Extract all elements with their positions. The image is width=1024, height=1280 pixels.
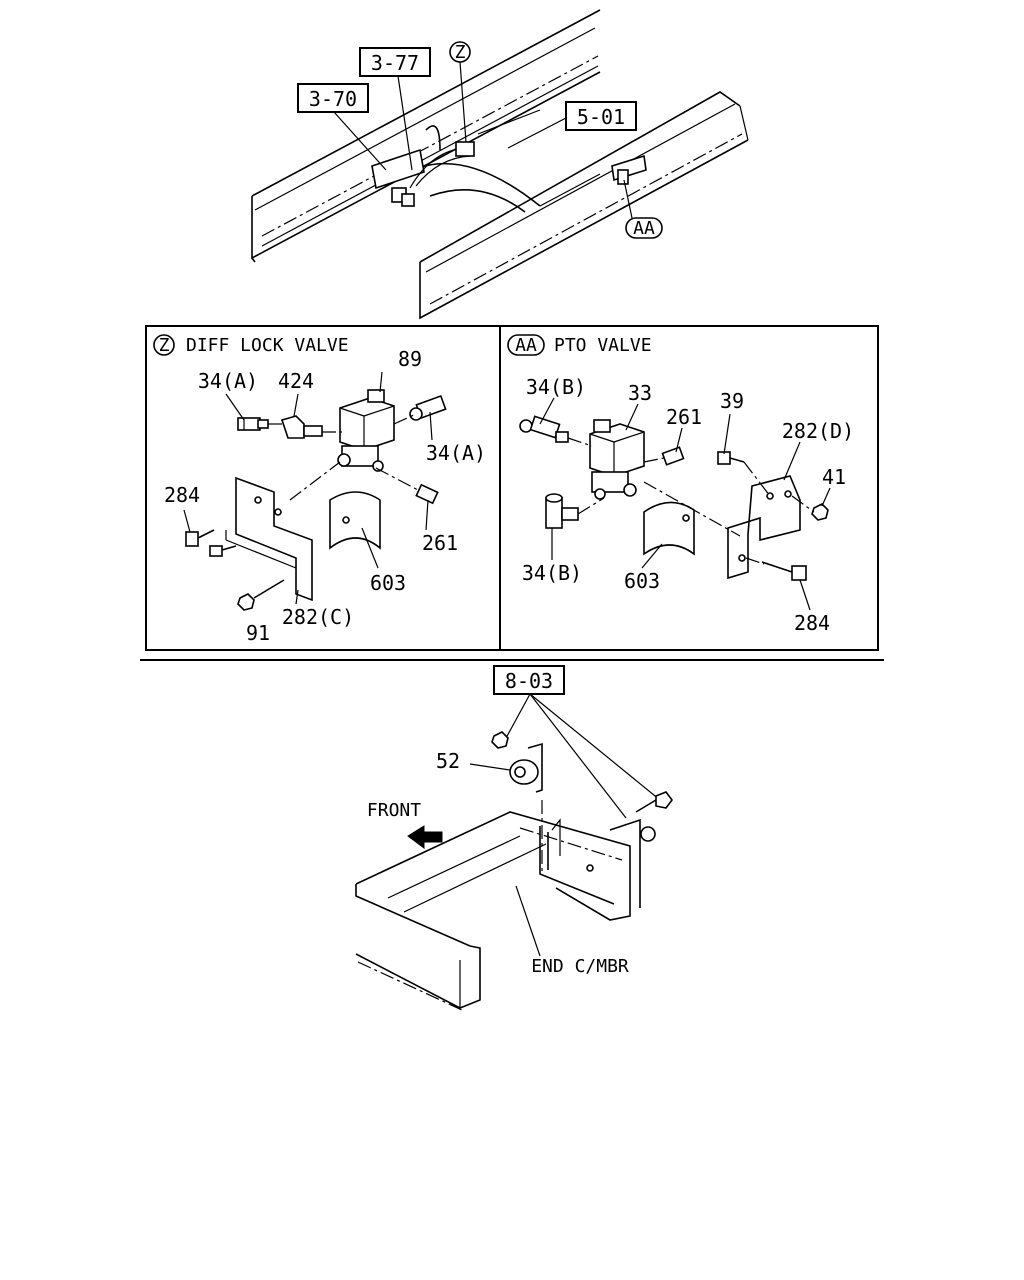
- marker-aa-top[interactable]: AA: [625, 217, 663, 239]
- ref-8-03[interactable]: 8-03: [493, 665, 565, 695]
- bolt-282c-lower: [209, 545, 237, 557]
- leader-z: [459, 61, 467, 143]
- label-34a-right: 34(A): [426, 441, 486, 465]
- svg-text:3-77: 3-77: [371, 51, 419, 75]
- bracket-282c: [225, 476, 313, 602]
- marker-aa-icon: [507, 334, 545, 356]
- svg-text:8-03: 8-03: [505, 669, 553, 693]
- pto-solenoid-valve: [589, 419, 645, 500]
- leader-5-01: [507, 117, 567, 149]
- label-261-left: 261: [422, 531, 458, 555]
- fitting-34a-right: [409, 394, 447, 421]
- label-89: 89: [398, 347, 422, 371]
- front-arrow-icon: [407, 825, 443, 849]
- label-front: FRONT: [367, 800, 421, 821]
- ref-3-77[interactable]: 3-77: [359, 47, 431, 77]
- fitting-34a-left: [237, 417, 269, 431]
- panel-left-title: DIFF LOCK VALVE: [186, 335, 349, 356]
- fitting-34b-top: [519, 415, 569, 443]
- label-284-right: 284: [794, 611, 830, 635]
- label-34b-top: 34(B): [526, 375, 586, 399]
- label-424: 424: [278, 369, 314, 393]
- svg-text:Z: Z: [455, 42, 466, 63]
- marker-z-top[interactable]: Z: [449, 41, 471, 63]
- fitting-34b-bottom: [545, 493, 579, 529]
- shield-603-right: [643, 501, 695, 556]
- svg-text:AA: AA: [633, 218, 655, 239]
- marker-z-label: Z: [159, 335, 170, 356]
- shield-603-left: [329, 491, 381, 550]
- plug-261-right: [661, 446, 685, 466]
- nut-41: [811, 503, 829, 521]
- diff-lock-solenoid-valve: [337, 389, 395, 472]
- svg-text:3-70: 3-70: [309, 87, 357, 111]
- ref-5-01[interactable]: 5-01: [565, 101, 637, 131]
- label-282d: 282(D): [782, 419, 854, 443]
- label-33: 33: [628, 381, 652, 405]
- leader-3-70: [333, 111, 387, 171]
- panel-right-title: PTO VALVE: [554, 335, 652, 356]
- panel-right-header: AA PTO VALVE: [507, 334, 652, 356]
- elbow-424: [280, 415, 323, 439]
- nut-91: [237, 579, 285, 611]
- label-39: 39: [720, 389, 744, 413]
- label-34a-left: 34(A): [198, 369, 258, 393]
- label-91: 91: [246, 621, 270, 645]
- marker-aa-label: AA: [515, 335, 537, 356]
- leaders-right: [539, 397, 831, 611]
- svg-text:5-01: 5-01: [577, 105, 625, 129]
- label-34b-bottom: 34(B): [522, 561, 582, 585]
- bracket-282d: [727, 475, 801, 580]
- cross-member: [417, 109, 601, 213]
- bolt-284-right: [761, 561, 807, 581]
- leaders-left: [183, 371, 433, 605]
- plug-261-left: [415, 483, 439, 505]
- label-261-right: 261: [666, 405, 702, 429]
- label-603-left: 603: [370, 571, 406, 595]
- label-284-left: 284: [164, 483, 200, 507]
- leader-aa: [623, 179, 633, 219]
- label-end-member: END C/MBR: [531, 956, 629, 977]
- detail-panels: [145, 325, 879, 651]
- end-cross-member: [355, 800, 656, 1011]
- right-frame-rail: [419, 91, 749, 320]
- label-603-right: 603: [624, 569, 660, 593]
- nut-8-03: [491, 731, 509, 749]
- panel-pto-valve: AA PTO VALVE: [507, 334, 854, 635]
- leader-end-member: [515, 885, 541, 957]
- panel-frame: [145, 325, 879, 651]
- diff-lock-valve-mount: [371, 125, 475, 207]
- marker-z-icon: [153, 334, 175, 356]
- bolt-39: [717, 451, 745, 465]
- label-52: 52: [436, 749, 460, 773]
- label-41: 41: [822, 465, 846, 489]
- left-frame-rail: [251, 9, 601, 263]
- bottom-end-member-view: 8-03: [355, 665, 673, 1011]
- ref-3-70[interactable]: 3-70: [297, 83, 369, 113]
- bumper-52: [469, 742, 543, 793]
- bolt-8-03: [635, 791, 673, 813]
- top-frame-view: 3-77 3-70 5-01 Z AA: [251, 9, 749, 320]
- panel-left-header: Z DIFF LOCK VALVE: [153, 334, 349, 356]
- pto-valve-mount: [611, 154, 647, 185]
- leader-3-77: [397, 75, 413, 171]
- bolt-284-left: [185, 529, 215, 547]
- assembly-lines-left: [268, 413, 419, 501]
- leaders-8-03: [505, 693, 661, 819]
- label-282c: 282(C): [282, 605, 354, 629]
- panel-diff-lock-valve: Z DIFF LOCK VALVE: [153, 334, 486, 645]
- assembly-lines-right: [567, 437, 815, 565]
